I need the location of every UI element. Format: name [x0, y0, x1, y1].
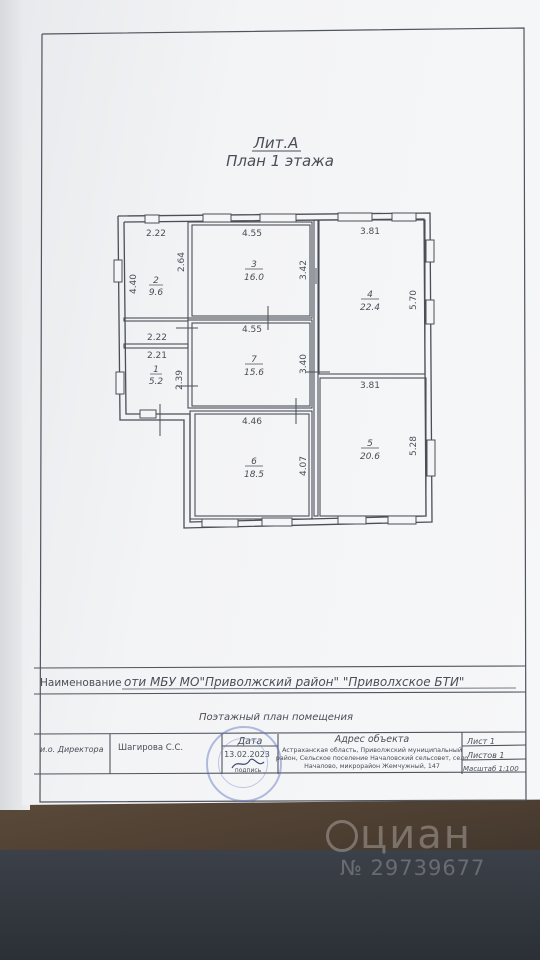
- address-line: Астраханская область, Приволжский муници…: [282, 746, 462, 754]
- dim-r2-right: 2.64: [177, 252, 187, 272]
- room-area: 16.0: [244, 273, 264, 283]
- sheets-label: Листов 1: [466, 751, 505, 760]
- dim-r4-side: 5.70: [409, 290, 419, 310]
- dim-r1-top-b: 2.21: [147, 351, 167, 361]
- dim-r4-top: 3.81: [360, 227, 380, 237]
- dim-r7-top: 4.55: [242, 325, 262, 335]
- room-number: 1: [153, 365, 159, 375]
- dim-r1-side: 2.39: [175, 370, 185, 390]
- scale-label: Масштаб 1:100: [463, 765, 519, 773]
- address-line: район, Сельское поселение Началовский се…: [276, 754, 468, 762]
- door-marks: [159, 268, 330, 436]
- windows: [113, 212, 436, 528]
- sheet-frame: [39, 27, 527, 803]
- room-area: 5.2: [149, 377, 164, 387]
- dim-r7-side: 3.40: [299, 354, 309, 374]
- room-area: 22.4: [360, 303, 380, 313]
- room-number: 2: [153, 276, 159, 286]
- dim-r5-side: 5.28: [409, 436, 419, 456]
- dim-r6-top: 4.46: [242, 417, 262, 427]
- name-label: Наименование: [40, 677, 122, 689]
- outer-walls: [117, 212, 433, 529]
- official-stamp: [206, 726, 282, 802]
- cian-logo-icon: [326, 820, 358, 852]
- room-area: 15.6: [244, 368, 264, 378]
- dim-r5-top: 3.81: [360, 381, 380, 391]
- sheet-label: Лист 1: [466, 737, 495, 746]
- room-number: 3: [251, 260, 257, 270]
- dim-r2-side: 4.40: [129, 274, 139, 294]
- dark-surface: [0, 850, 540, 960]
- document-title: Поэтажный план помещения: [199, 712, 353, 723]
- position-label: и.о. Директора: [40, 745, 104, 754]
- cian-logo-text: циан: [360, 812, 472, 858]
- address-label: Адрес объекта: [334, 734, 410, 745]
- room-area: 20.6: [360, 452, 380, 462]
- dim-r2-top: 2.22: [146, 229, 166, 239]
- person-name: Шагирова С.С.: [118, 743, 183, 753]
- room-number: 7: [251, 355, 257, 365]
- cian-watermark: циан № 29739677: [326, 808, 510, 880]
- dim-r3-top: 4.55: [242, 229, 262, 239]
- organization-name: оти МБУ МО"Приволжский район" "Приволхск…: [124, 675, 464, 689]
- address-line: Началово, микрорайон Жемчужный, 147: [304, 762, 440, 770]
- liter-title: Лит.А: [253, 134, 299, 152]
- room-number: 4: [367, 290, 373, 300]
- room-number: 6: [251, 457, 257, 467]
- dim-r6-side: 4.07: [299, 456, 309, 476]
- room-number: 5: [367, 439, 373, 449]
- interior-walls: [123, 219, 427, 520]
- dim-r1-top-a: 2.22: [147, 333, 167, 343]
- room-area: 18.5: [244, 470, 264, 480]
- listing-id: № 29739677: [340, 856, 486, 880]
- plan-title: План 1 этажа: [226, 152, 334, 170]
- room-area: 9.6: [149, 288, 164, 298]
- dim-r3-side: 3.42: [299, 260, 309, 280]
